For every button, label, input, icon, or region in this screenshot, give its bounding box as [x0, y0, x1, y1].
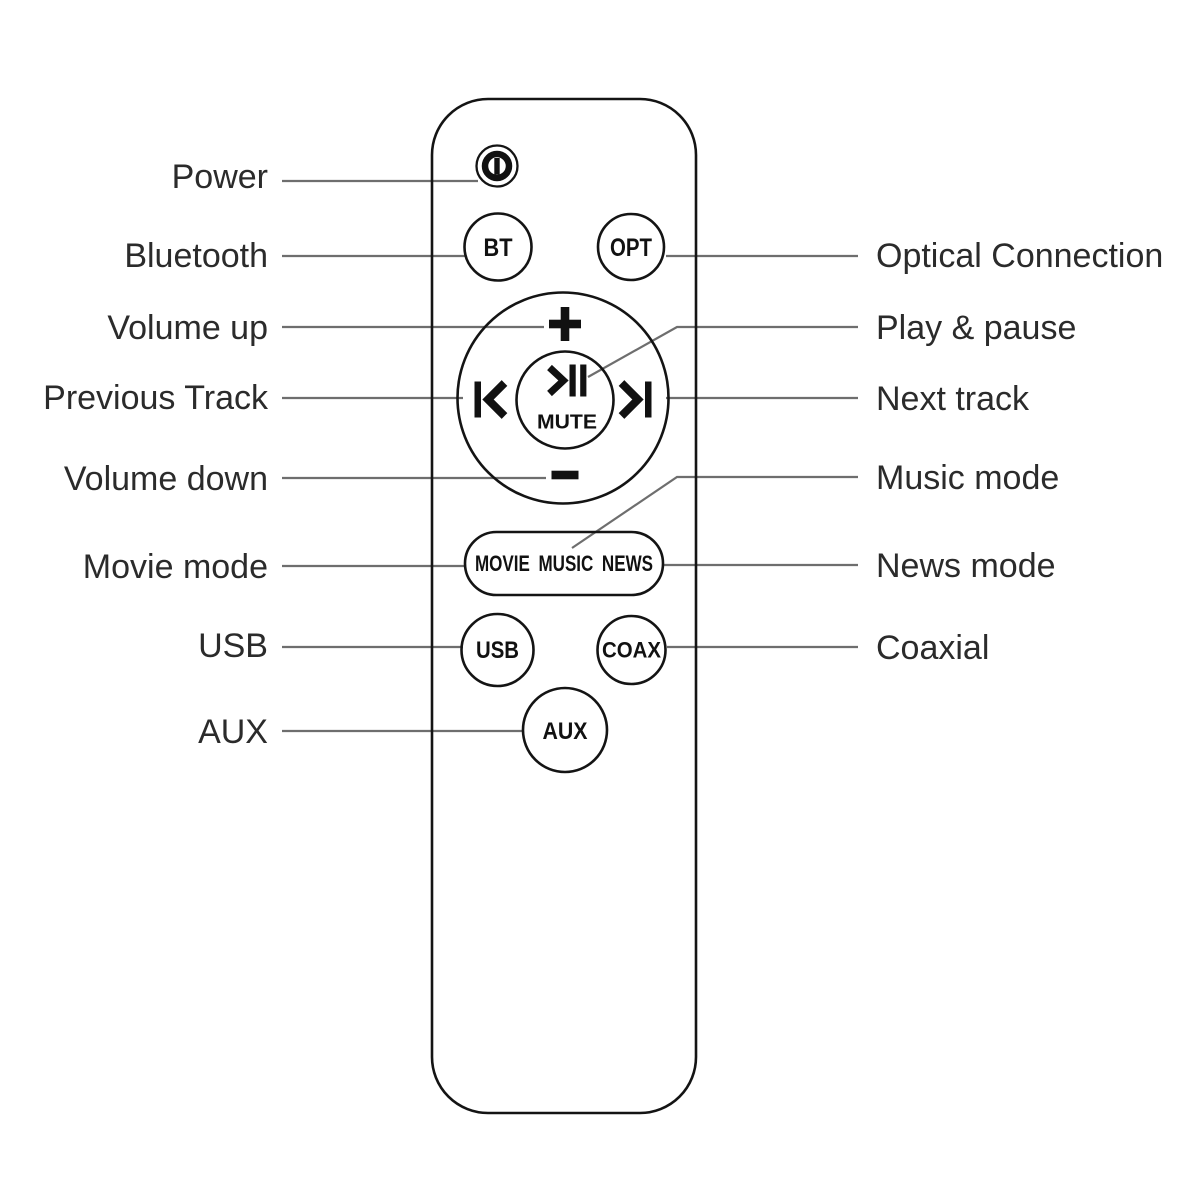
callout-line-play-pause: [587, 325, 858, 378]
nav-pad-outline: [456, 291, 670, 505]
bt-button[interactable]: BT: [463, 212, 533, 282]
callout-label-bluetooth: Bluetooth: [124, 237, 268, 275]
callout-label-optical: Optical Connection: [876, 237, 1163, 275]
mode-button[interactable]: MOVIE MUSIC NEWS: [463, 530, 665, 597]
usb-button-label: USB: [476, 637, 519, 664]
coax-button-outline: [596, 614, 667, 686]
play-pause-mute-button[interactable]: MUTE: [515, 350, 615, 450]
callout-labels-right: Optical Connection Play & pause Next tra…: [876, 237, 1163, 667]
mode-button-label: MOVIE MUSIC NEWS: [475, 551, 653, 576]
callout-lines: [282, 179, 858, 733]
callout-label-play-pause: Play & pause: [876, 309, 1076, 347]
callout-label-next-track: Next track: [876, 380, 1030, 418]
next-track-icon: [618, 380, 652, 419]
opt-button-outline: [596, 212, 666, 282]
callout-label-news-mode: News mode: [876, 547, 1056, 585]
previous-track-icon: [474, 380, 508, 419]
mode-button-outline: [463, 530, 665, 597]
play-pause-icon: [547, 364, 587, 397]
opt-button-label: OPT: [610, 234, 652, 262]
power-button-outline: [475, 144, 519, 188]
previous-track-button[interactable]: [474, 380, 508, 419]
callout-line-music-mode: [571, 475, 858, 549]
nav-pad: MUTE: [456, 291, 670, 505]
volume-down-button[interactable]: [551, 470, 579, 480]
coax-button[interactable]: COAX: [596, 614, 667, 686]
callout-label-movie-mode: Movie mode: [83, 548, 268, 586]
bt-button-outline: [463, 212, 533, 282]
usb-button-outline: [460, 612, 535, 688]
aux-button-label: AUX: [543, 718, 588, 745]
power-icon: [481, 150, 513, 182]
callout-label-music-mode: Music mode: [876, 459, 1059, 497]
play-pause-button-outline: [515, 350, 615, 450]
callout-label-aux: AUX: [198, 713, 268, 751]
mute-label: MUTE: [537, 411, 597, 434]
callout-label-coaxial: Coaxial: [876, 629, 989, 667]
callout-label-previous-track: Previous Track: [43, 379, 269, 417]
aux-button[interactable]: AUX: [521, 686, 609, 774]
aux-button-outline: [521, 686, 609, 774]
power-button[interactable]: [475, 144, 519, 188]
coax-button-label: COAX: [602, 638, 661, 663]
plus-icon: [549, 307, 581, 341]
callout-label-power: Power: [172, 158, 268, 196]
minus-icon: [551, 470, 579, 480]
callout-label-volume-up: Volume up: [107, 309, 268, 347]
callout-label-volume-down: Volume down: [64, 460, 268, 498]
bt-button-label: BT: [484, 234, 513, 262]
next-track-button[interactable]: [618, 380, 652, 419]
usb-button[interactable]: USB: [460, 612, 535, 688]
callout-labels-left: Power Bluetooth Volume up Previous Track…: [43, 158, 269, 751]
callout-label-usb: USB: [198, 627, 268, 665]
volume-up-button[interactable]: [549, 307, 581, 341]
opt-button[interactable]: OPT: [596, 212, 666, 282]
remote-body: [430, 97, 698, 1115]
